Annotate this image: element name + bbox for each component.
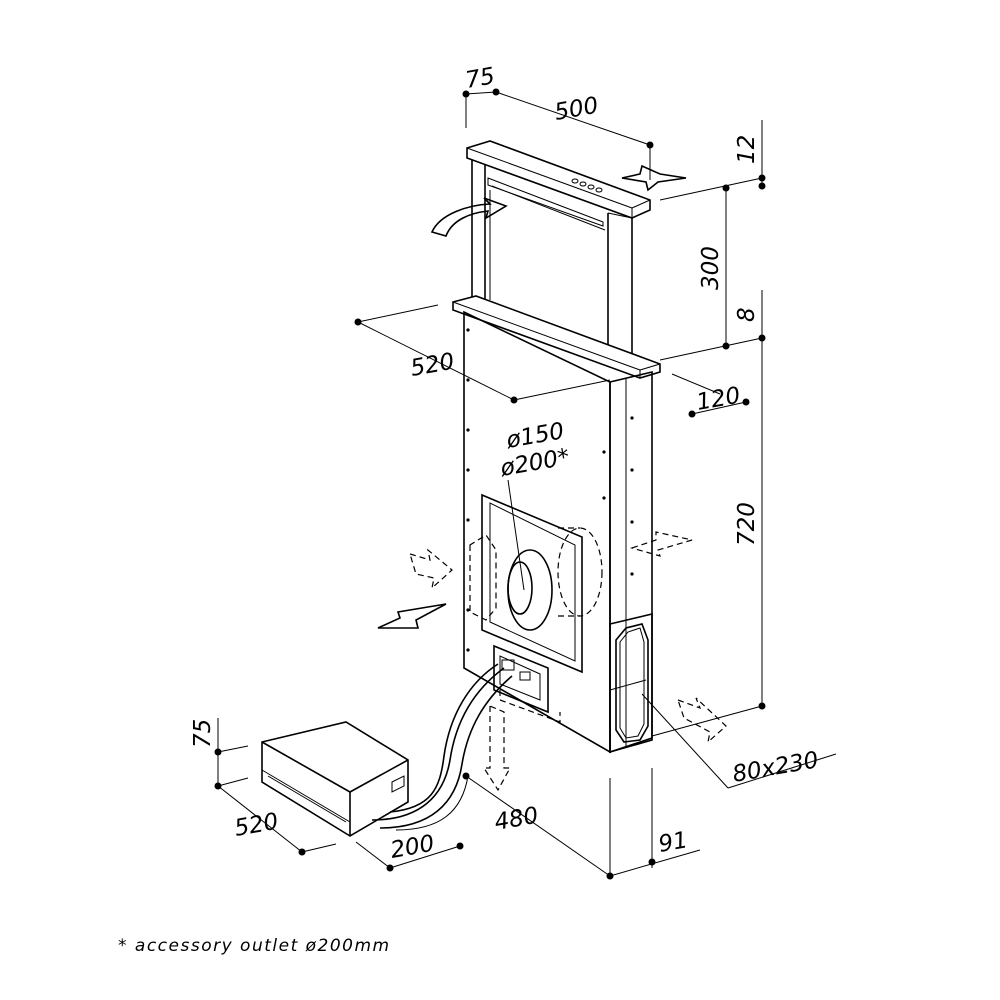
dim-motor-width: 520 — [233, 809, 281, 842]
dim-lift-height: 300 — [698, 246, 724, 290]
dim-base-thickness: 8 — [734, 307, 760, 322]
hood-top-section — [430, 140, 687, 379]
dim-body-width: 520 — [409, 349, 457, 382]
control-buttons — [571, 178, 603, 193]
dim-motor-depth: 200 — [389, 831, 437, 864]
airflow-arrows — [377, 531, 727, 792]
dim-motor-height: 75 — [190, 719, 216, 748]
dim-side-outlet: 80x230 — [731, 747, 821, 788]
dim-depth: 120 — [695, 383, 743, 416]
dim-bottom-offset: 91 — [657, 827, 690, 858]
footnote: * accessory outlet ø200mm — [118, 936, 391, 956]
rivets — [466, 328, 634, 652]
hood-body — [463, 310, 653, 754]
dim-top-offset: 75 — [464, 63, 497, 94]
dim-cap-thickness: 12 — [734, 135, 760, 164]
dim-cable-length: 480 — [493, 803, 541, 836]
remote-motor — [261, 663, 513, 837]
dim-body-height: 720 — [734, 502, 760, 546]
dimension-lines — [214, 88, 837, 880]
dim-width: 500 — [553, 93, 601, 126]
